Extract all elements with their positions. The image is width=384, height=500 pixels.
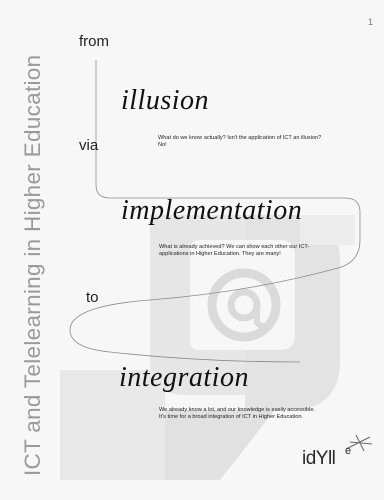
blurb-integration-line1: We already know a lot, and our knowledge…	[159, 407, 315, 413]
word-from: from	[79, 33, 109, 50]
stage-implementation: implementation	[121, 195, 303, 226]
word-via: via	[79, 137, 99, 154]
blurb-implementation-line1: What is already achieved? We can show ea…	[159, 244, 310, 250]
blurb-integration-line2: It's time for a broad integration of ICT…	[159, 414, 303, 420]
lower-wedge-shape	[165, 410, 275, 480]
idylle-logo-superscript: e	[345, 445, 352, 457]
blurb-illusion-line1: What do we know actually? Isn't the appl…	[158, 135, 322, 141]
blurb-integration: We already know a lot, and our knowledge…	[159, 407, 315, 421]
upper-right-block	[300, 215, 355, 245]
blurb-implementation-line2: applications in Higher Education. They a…	[159, 251, 281, 257]
stage-integration: integration	[119, 362, 249, 393]
at-sign-graphic	[207, 268, 281, 342]
side-title: ICT and Telelearning in Higher Education	[20, 54, 45, 476]
stage-illusion: illusion	[121, 85, 210, 116]
word-to: to	[86, 289, 99, 306]
lower-left-shape	[60, 370, 165, 480]
corner-mark: 1	[368, 17, 374, 27]
blurb-illusion: What do we know actually? Isn't the appl…	[158, 135, 321, 149]
timeline-line	[69, 60, 361, 363]
logo-star-icon	[345, 434, 373, 452]
c-shape	[150, 215, 245, 395]
d-shape	[245, 215, 340, 410]
blurb-implementation: What is already achieved? We can show ea…	[159, 244, 309, 258]
blurb-illusion-line2: No!	[158, 142, 167, 148]
idylle-logo: idYll	[302, 448, 336, 469]
